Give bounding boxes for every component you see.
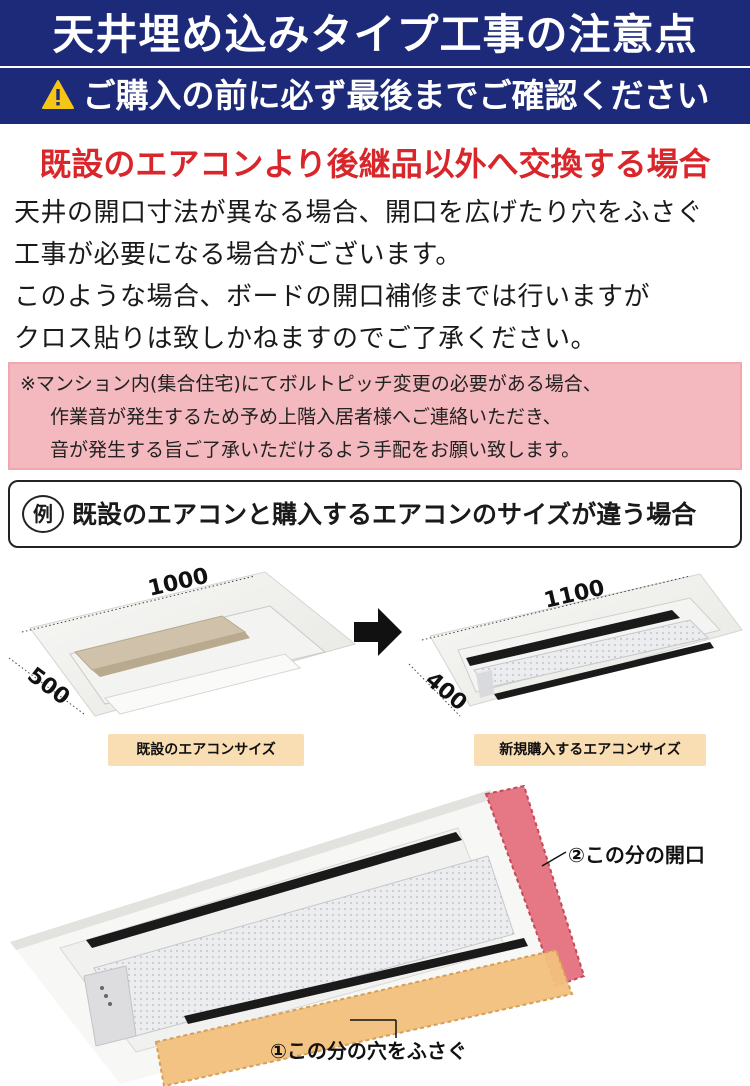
example-badge: 例 bbox=[22, 495, 64, 533]
illustration-area: 1000 500 1100 400 ②この分の開口 ①この分の穴をふさぐ bbox=[8, 564, 743, 1086]
arrow-right-icon bbox=[354, 608, 402, 656]
body-line: 天井の開口寸法が異なる場合、開口を広げたり穴をふさぐ bbox=[14, 198, 704, 228]
example-label: 既設のエアコンと購入するエアコンのサイズが違う場合 bbox=[72, 500, 697, 529]
section-title: 既設のエアコンより後継品以外へ交換する場合 bbox=[39, 145, 711, 183]
header-divider bbox=[0, 66, 750, 68]
existing-unit-caption: 既設のエアコンサイズ bbox=[108, 734, 304, 766]
note-line: 音が発生する旨ご了承いただけるよう手配をお願い致します。 bbox=[50, 439, 581, 461]
existing-unit-illustration bbox=[8, 571, 357, 717]
new-unit-caption: 新規購入するエアコンサイズ bbox=[474, 734, 706, 766]
note-line: 作業音が発生するため予め上階入居者様へご連絡いただき、 bbox=[50, 406, 562, 428]
installed-unit-illustration bbox=[10, 790, 560, 1084]
warning-icon bbox=[41, 80, 74, 109]
body-line: 工事が必要になる場合がございます。 bbox=[14, 240, 462, 270]
new-unit-illustration bbox=[408, 573, 743, 717]
note-box: ※マンション内(集合住宅)にてボルトピッチ変更の必要がある場合、 作業音が発生す… bbox=[8, 362, 742, 470]
header-subtitle: ご購入の前に必ず最後までご確認ください bbox=[0, 74, 750, 118]
opening-callout: ②この分の開口 bbox=[568, 843, 705, 867]
body-line: このような場合、ボードの開口補修までは行いますが bbox=[14, 282, 651, 312]
header-subtitle-text: ご購入の前に必ず最後までご確認ください bbox=[82, 76, 710, 115]
page-title: 天井埋め込みタイプ工事の注意点 bbox=[52, 10, 698, 59]
body-text: 天井の開口寸法が異なる場合、開口を広げたり穴をふさぐ 工事が必要になる場合がござ… bbox=[14, 192, 744, 360]
cover-area bbox=[154, 948, 574, 1086]
header-banner: 天井埋め込みタイプ工事の注意点 ご購入の前に必ず最後までご確認ください bbox=[0, 0, 750, 124]
cover-callout: ①この分の穴をふさぐ bbox=[270, 1039, 467, 1063]
body-line: クロス貼りは致しかねますのでご了承ください。 bbox=[14, 324, 598, 354]
opening-leader-line bbox=[541, 851, 567, 867]
note-line: ※マンション内(集合住宅)にてボルトピッチ変更の必要がある場合、 bbox=[20, 373, 602, 395]
example-box: 例 既設のエアコンと購入するエアコンのサイズが違う場合 bbox=[8, 480, 742, 548]
opening-area bbox=[484, 784, 586, 988]
